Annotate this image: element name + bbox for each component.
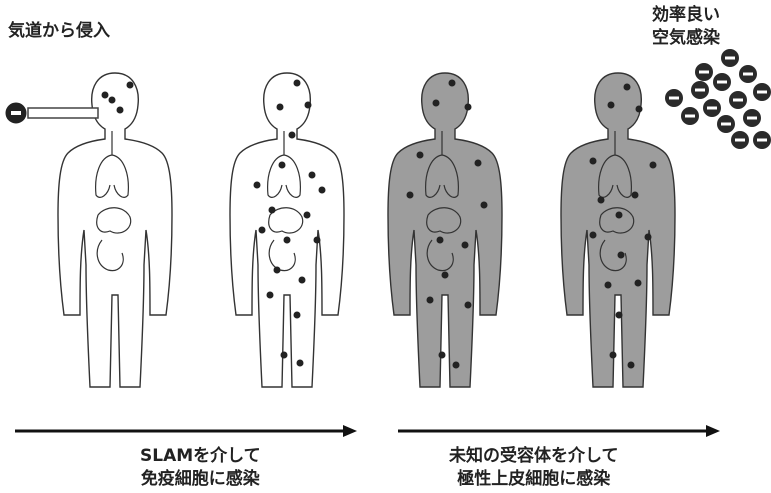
virus-dot xyxy=(628,362,635,369)
virus-dot xyxy=(636,106,643,113)
virus-dot xyxy=(608,102,615,109)
virus-dot xyxy=(618,252,625,259)
virus-dot xyxy=(427,297,434,304)
arrow-stage1-head xyxy=(343,425,357,437)
virus-dot xyxy=(417,152,424,159)
virus-dot xyxy=(465,302,472,309)
virus-dot xyxy=(605,282,612,289)
airway-entry xyxy=(6,103,98,123)
virus-dot xyxy=(610,352,617,359)
virus-dot xyxy=(616,312,623,319)
virus-dot xyxy=(590,158,597,165)
virus-dot xyxy=(616,212,623,219)
virus-dot xyxy=(294,80,301,87)
virus-dot xyxy=(442,272,449,279)
label-stage1-line1: SLAMを介して xyxy=(140,445,261,468)
virus-dot xyxy=(277,104,284,111)
human-figure-3 xyxy=(388,73,502,387)
virus-dot xyxy=(304,212,311,219)
label-stage1-line2: 免疫細胞に感染 xyxy=(140,468,261,491)
label-stage2-line1: 未知の受容体を介して xyxy=(449,445,619,468)
virus-dot xyxy=(294,312,301,319)
virus-dot xyxy=(259,227,266,234)
virus-dot xyxy=(439,352,446,359)
progress-arrows xyxy=(15,425,720,437)
virus-dot xyxy=(650,162,657,169)
virus-dot xyxy=(267,292,274,299)
arrow-stage2-head xyxy=(706,425,720,437)
human-figure-2 xyxy=(230,73,344,387)
virus-dot xyxy=(465,104,472,111)
airborne-virus-cluster xyxy=(665,49,771,149)
virus-dot xyxy=(109,97,116,104)
virus-dot xyxy=(281,352,288,359)
virus-dot xyxy=(269,207,276,214)
virus-dot xyxy=(437,237,444,244)
virus-dot xyxy=(481,202,488,209)
virus-dot xyxy=(645,234,652,241)
virus-dot xyxy=(284,237,291,244)
virus-dot xyxy=(274,267,281,274)
virus-dot xyxy=(319,187,326,194)
label-stage2: 未知の受容体を介して 極性上皮細胞に感染 xyxy=(449,445,619,491)
virus-dot xyxy=(462,242,469,249)
virus-dot xyxy=(314,237,321,244)
label-stage1: SLAMを介して 免疫細胞に感染 xyxy=(140,445,261,491)
virus-dot xyxy=(407,192,414,199)
human-figure-1 xyxy=(58,73,172,387)
virus-dot xyxy=(117,107,124,114)
virus-dot xyxy=(305,102,312,109)
virus-dot xyxy=(309,172,316,179)
virus-dot xyxy=(598,197,605,204)
virus-dot xyxy=(433,100,440,107)
virus-dot xyxy=(632,192,639,199)
entry-tube xyxy=(28,108,98,118)
virus-dot xyxy=(102,92,109,99)
virus-dot xyxy=(299,277,306,284)
virus-dot xyxy=(449,80,456,87)
virus-dot xyxy=(254,182,261,189)
virus-dot xyxy=(297,360,304,367)
virus-dot xyxy=(289,132,296,139)
virus-dot xyxy=(624,84,631,91)
virus-dot xyxy=(279,162,286,169)
virus-dot xyxy=(635,280,642,287)
virus-dot xyxy=(475,160,482,167)
human-figure-4 xyxy=(561,73,675,387)
label-stage2-line2: 極性上皮細胞に感染 xyxy=(449,468,619,491)
virus-dot xyxy=(127,82,134,89)
virus-dot xyxy=(453,362,460,369)
virus-dot xyxy=(590,232,597,239)
